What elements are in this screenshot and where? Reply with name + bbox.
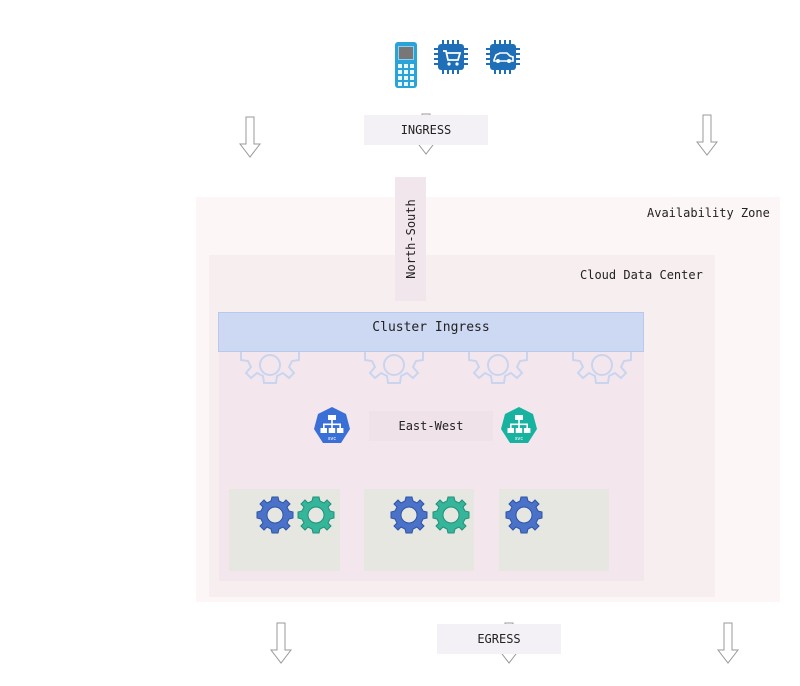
device-icons xyxy=(390,40,530,92)
gear-icon xyxy=(256,496,294,534)
car-chip-icon xyxy=(486,40,520,74)
east-west-label: East-West xyxy=(369,411,493,441)
north-south-label-box: North-South xyxy=(395,177,426,301)
arrow-down-icon xyxy=(239,116,261,158)
cluster-ingress: Cluster Ingress xyxy=(218,312,644,352)
svc-text: svc xyxy=(328,436,337,442)
egress-label: EGRESS xyxy=(437,624,561,654)
availability-zone-label: Availability Zone xyxy=(647,206,770,220)
arrow-down-icon xyxy=(270,622,292,664)
service-network-icon: svc xyxy=(314,407,350,443)
mobile-phone-icon xyxy=(395,42,417,88)
gear-icon xyxy=(505,496,543,534)
svc-text: svc xyxy=(515,436,524,442)
pod-gears xyxy=(256,496,543,534)
shopping-cart-chip-icon xyxy=(434,40,468,74)
arrow-down-icon xyxy=(717,622,739,664)
ingress-label: INGRESS xyxy=(364,115,488,145)
gear-icon xyxy=(432,496,470,534)
cloud-data-center-label: Cloud Data Center xyxy=(580,268,703,282)
ingress-gears xyxy=(240,345,632,384)
north-south-label: North-South xyxy=(403,199,418,279)
gear-icon xyxy=(390,496,428,534)
gear-icon xyxy=(297,496,335,534)
service-network-icon: svc xyxy=(501,407,537,443)
arrow-down-icon xyxy=(696,114,718,156)
cluster-ingress-label: Cluster Ingress xyxy=(372,320,490,335)
